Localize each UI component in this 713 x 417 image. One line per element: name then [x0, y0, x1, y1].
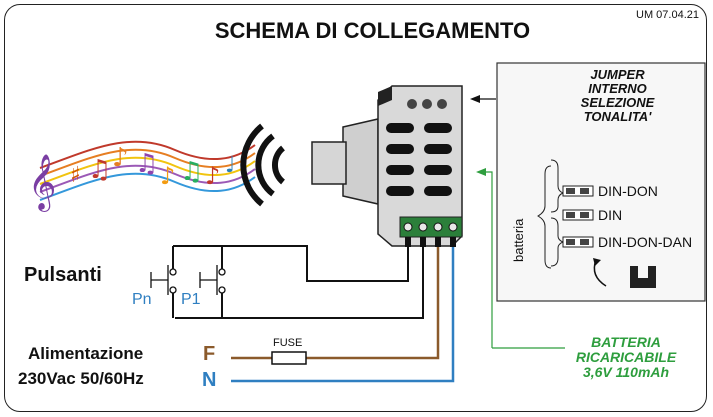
power-label-line-1: Alimentazione — [28, 344, 144, 363]
jumper-heading-line-4: TONALITA' — [583, 109, 652, 124]
pushbutton-p1 — [199, 265, 226, 295]
sound-waves-icon — [240, 123, 286, 207]
jumper-option-din-don-dan: DIN-DON-DAN — [598, 234, 693, 250]
buttons-label: Pulsanti — [24, 264, 102, 286]
svg-text:𝄞: 𝄞 — [28, 154, 56, 212]
fuse-symbol — [271, 351, 307, 365]
neutral-wire — [231, 247, 455, 383]
svg-text:♫: ♫ — [180, 157, 203, 187]
jumper-panel — [496, 62, 706, 302]
jumper-arrow — [470, 95, 496, 103]
svg-text:♫: ♫ — [88, 155, 111, 185]
pushbutton-pn — [150, 265, 177, 295]
svg-text:♪: ♪ — [205, 162, 220, 190]
page-title: SCHEMA DI COLLEGAMENTO — [214, 18, 531, 43]
battery-vertical-label: batteria — [511, 218, 526, 262]
diagram-frame — [4, 4, 707, 412]
document-code: UM 07.04.21 — [636, 9, 699, 21]
battery-label-line-1: BATTERIA — [591, 334, 661, 350]
phase-wire — [231, 247, 440, 360]
jumper-option-din-don: DIN-DON — [598, 183, 658, 199]
button-p1-label: P1 — [181, 291, 201, 308]
jumper-option-din: DIN — [598, 207, 623, 223]
svg-text:♪: ♪ — [112, 143, 129, 173]
jumper-heading-line-2: INTERNO — [588, 81, 647, 96]
svg-text:♫: ♫ — [135, 149, 158, 179]
doorbell-module — [377, 85, 463, 247]
jumper-pins — [562, 185, 594, 248]
svg-text:♪: ♪ — [160, 162, 175, 190]
svg-text:♩: ♩ — [225, 153, 235, 178]
module-side-connector — [311, 118, 379, 205]
music-notes-icon: 𝄞 ♯ ♫ ♪ ♫ ♪ ♫ ♪ ♩ — [28, 140, 256, 212]
battery-label-line-3: 3,6V 110mAh — [582, 364, 670, 380]
jumper-heading-line-1: JUMPER — [590, 67, 645, 82]
svg-text:♯: ♯ — [70, 163, 81, 188]
battery-label-line-2: RICARICABILE — [575, 349, 677, 365]
power-label-line-2: 230Vac 50/60Hz — [18, 369, 144, 388]
neutral-n-label: N — [202, 369, 217, 391]
jumper-heading-line-3: SELEZIONE — [580, 95, 655, 110]
button-wires — [172, 245, 424, 319]
fuse-label: FUSE — [273, 337, 303, 349]
battery-arrow — [476, 168, 565, 349]
battery-label: BATTERIA RICARICABILE 3,6V 110mAh — [552, 335, 700, 380]
phase-f-label: F — [203, 343, 216, 365]
button-pn-label: Pn — [132, 291, 152, 308]
jumper-cap-icon — [593, 258, 656, 288]
jumper-heading: JUMPER INTERNO SELEZIONE TONALITA' — [540, 68, 695, 124]
